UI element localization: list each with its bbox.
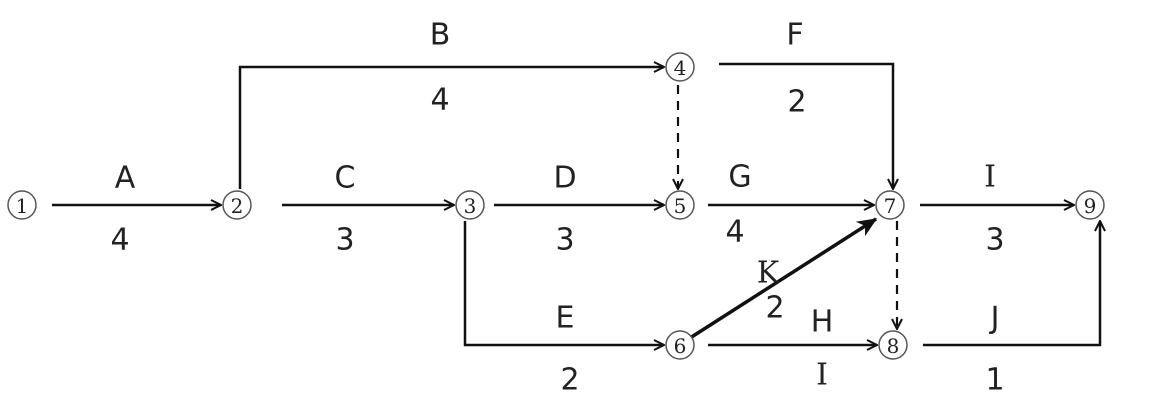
node-number: 2 xyxy=(231,194,244,218)
node-circle xyxy=(665,330,695,360)
event-node-5: 5 xyxy=(665,190,695,220)
event-node-2: 2 xyxy=(222,190,252,220)
activity-arrow-J xyxy=(923,221,1100,347)
node-number: 4 xyxy=(674,56,687,80)
node-number: 3 xyxy=(464,194,477,218)
activity-duration-label: 3 xyxy=(555,223,574,258)
node-number: 1 xyxy=(16,194,29,218)
event-node-4: 4 xyxy=(665,52,695,82)
activity-arrow-K xyxy=(689,217,878,340)
event-node-6: 6 xyxy=(665,330,695,360)
activity-name-label: J xyxy=(989,301,1000,336)
node-number: 8 xyxy=(887,334,900,358)
event-node-8: 8 xyxy=(878,330,908,360)
activity-name-label: E xyxy=(556,301,575,336)
event-node-7: 7 xyxy=(875,190,905,220)
node-circle xyxy=(875,190,905,220)
activity-name-label: G xyxy=(728,160,751,195)
activity-duration-label: 3 xyxy=(335,223,354,258)
activity-duration-label: 3 xyxy=(985,223,1004,258)
activity-duration-label: 2 xyxy=(560,363,579,398)
node-circle xyxy=(222,190,252,220)
activity-name-label: H xyxy=(811,305,834,340)
node-circle xyxy=(455,190,485,220)
activity-name-label: A xyxy=(115,161,136,196)
node-circle xyxy=(665,190,695,220)
activity-duration-label: 4 xyxy=(110,223,129,258)
node-number: 6 xyxy=(674,334,687,358)
activity-name-label: F xyxy=(786,18,803,53)
node-number: 7 xyxy=(884,194,897,218)
activity-name-label: B xyxy=(430,18,451,53)
activity-duration-label: 2 xyxy=(787,85,806,120)
node-circle xyxy=(7,190,37,220)
node-circle xyxy=(878,330,908,360)
activity-arrow-E xyxy=(463,221,664,345)
activity-name-label: I xyxy=(984,160,996,195)
activity-arrow-B xyxy=(238,67,664,189)
activity-duration-label: I xyxy=(816,358,828,393)
activity-name-label: K xyxy=(757,256,780,291)
activity-duration-label: 4 xyxy=(725,215,744,250)
node-number: 5 xyxy=(674,194,687,218)
activity-name-label: D xyxy=(553,161,576,196)
activity-name-label: C xyxy=(335,161,356,196)
node-number: 9 xyxy=(1084,194,1097,218)
activity-duration-label: 4 xyxy=(430,83,449,118)
activity-duration-label: 1 xyxy=(985,363,1004,398)
activity-duration-label: 2 xyxy=(765,291,784,326)
event-node-9: 9 xyxy=(1075,190,1105,220)
node-circle xyxy=(1075,190,1105,220)
event-node-1: 1 xyxy=(7,190,37,220)
event-node-3: 3 xyxy=(455,190,485,220)
node-circle xyxy=(665,52,695,82)
activity-arrow-F xyxy=(719,62,893,189)
